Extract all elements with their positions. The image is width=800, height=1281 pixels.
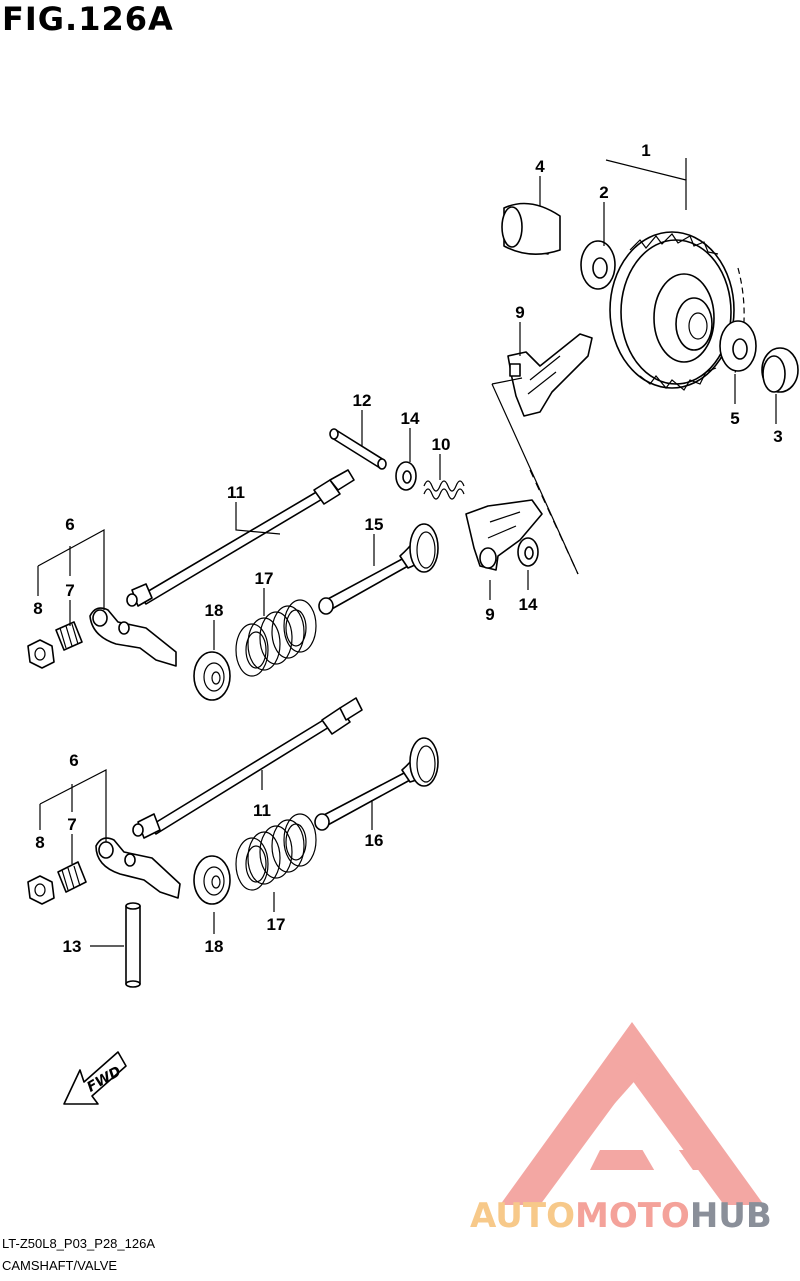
part-5-washer <box>719 320 757 372</box>
callout-18-lower: 18 <box>205 937 224 956</box>
drawing-code: LT-Z50L8_P03_P28_126A <box>2 1236 155 1251</box>
callout-6-upper: 6 <box>65 515 74 534</box>
callout-9-upper: 9 <box>515 303 524 322</box>
part-15-intake-valve <box>318 523 439 615</box>
part-9-decomp-weight-upper <box>507 333 593 417</box>
callout-16: 16 <box>365 831 384 850</box>
part-2-washer <box>580 240 616 290</box>
callout-12: 12 <box>353 391 372 410</box>
part-12-pin <box>329 428 387 470</box>
callout-1: 1 <box>641 141 650 160</box>
part-18-retainer-lower <box>193 855 231 905</box>
callout-5: 5 <box>730 409 739 428</box>
forward-arrow-icon: FWD <box>63 1051 127 1105</box>
callout-13: 13 <box>63 937 82 956</box>
part-6-rocker-arm-lower <box>95 837 181 899</box>
part-6-rocker-arm-upper <box>89 607 177 667</box>
part-14-washer-lower <box>517 537 539 567</box>
part-4-bushing <box>501 202 561 255</box>
part-18-retainer-upper <box>193 651 231 701</box>
callout-4: 4 <box>535 157 545 176</box>
part-8-nut-upper <box>27 639 55 669</box>
callout-10: 10 <box>432 435 451 454</box>
callout-8-lower: 8 <box>35 833 44 852</box>
watermark-part-auto: AUTO <box>470 1196 575 1236</box>
part-8-nut-lower <box>27 875 55 905</box>
part-7-adjuster-screw-upper <box>55 621 83 651</box>
callout-9-lower: 9 <box>485 605 494 624</box>
figure-title: FIG.126A <box>2 0 174 38</box>
callout-7-upper: 7 <box>65 581 74 600</box>
part-11-rocker-shaft-lower <box>132 697 363 839</box>
part-13-pin <box>125 902 141 988</box>
watermark-part-moto: MOTO <box>574 1196 690 1236</box>
part-17-valve-spring-upper <box>235 599 317 677</box>
callout-8-upper: 8 <box>33 599 42 618</box>
part-3-bearing <box>761 347 799 393</box>
part-11-rocker-shaft-upper <box>126 469 355 607</box>
callout-17-lower: 17 <box>267 915 286 934</box>
callout-7-lower: 7 <box>67 815 76 834</box>
callout-14-upper: 14 <box>401 409 420 428</box>
figure-caption: CAMSHAFT/VALVE <box>2 1258 118 1273</box>
part-16-exhaust-valve <box>314 737 439 831</box>
part-1-camshaft-gear <box>609 231 745 391</box>
callout-6-lower: 6 <box>69 751 78 770</box>
callout-3: 3 <box>773 427 782 446</box>
watermark-brand: AUTOMOTOHUB <box>470 1196 772 1236</box>
callout-15: 15 <box>365 515 384 534</box>
callout-17-upper: 17 <box>255 569 274 588</box>
part-10-spring <box>423 480 465 500</box>
callout-18-upper: 18 <box>205 601 224 620</box>
part-14-washer-upper <box>395 461 417 491</box>
callout-11-lower: 11 <box>253 801 271 820</box>
callout-2: 2 <box>599 183 608 202</box>
triangle-a-logo-icon <box>500 1022 764 1205</box>
part-7-adjuster-screw-lower <box>57 861 87 893</box>
callout-14-lower: 14 <box>519 595 538 614</box>
part-9-decomp-weight-lower <box>465 499 543 571</box>
callout-11-upper: 11 <box>227 483 245 502</box>
part-17-valve-spring-lower <box>235 813 317 891</box>
watermark-part-hub: HUB <box>689 1196 772 1236</box>
